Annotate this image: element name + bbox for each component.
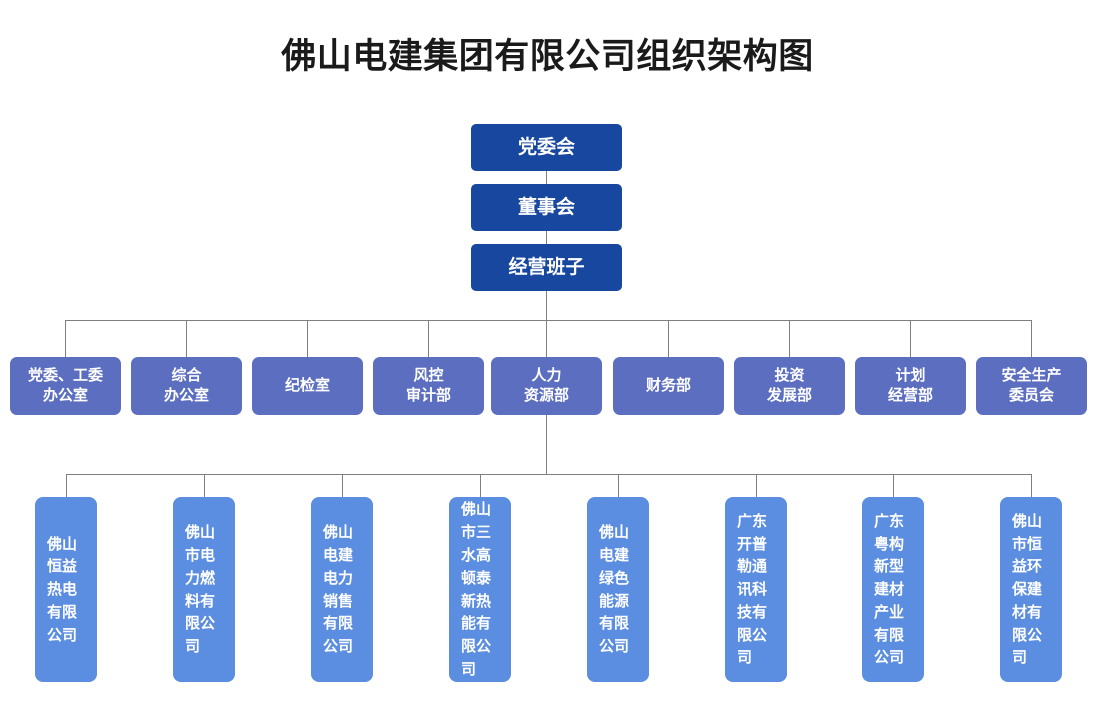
connector-dept-2 (186, 320, 187, 357)
node-label: 佛山电建绿色能源有限公司 (599, 523, 630, 656)
node-label: 经营班子 (508, 255, 585, 278)
node-label: 佛山市恒益环保建材有限公司 (1012, 511, 1043, 667)
dept-node-planning-operations[interactable]: 计划 经营部 (855, 357, 966, 415)
connector-dept-6 (668, 320, 669, 357)
connector-dept-8 (910, 320, 911, 357)
subsidiary-node-sanshui-gaodengtai-thermal[interactable]: 佛山市三水高顿泰新热能有限公司 (449, 497, 511, 682)
node-label: 广东粤构新型建材产业有限公司 (874, 511, 905, 667)
connector-dept-1 (65, 320, 66, 357)
dept-node-safety-production-committee[interactable]: 安全生产 委员会 (976, 357, 1087, 415)
node-label: 佛山市三水高顿泰新热能有限公司 (461, 500, 492, 678)
connector-dept-to-subsidiary-bus (546, 415, 547, 474)
subsidiary-node-hengyi-thermal-power[interactable]: 佛山恒益热电有限公司 (35, 497, 97, 682)
connector-board-to-management (546, 231, 547, 244)
connector-subsidiary-3 (342, 474, 343, 497)
connector-subsidiary-8 (1031, 474, 1032, 497)
connector-subsidiary-4 (480, 474, 481, 497)
node-label: 人力 资源部 (523, 366, 569, 404)
subsidiary-node-hengyi-environmental-materials[interactable]: 佛山市恒益环保建材有限公司 (1000, 497, 1062, 682)
subsidiary-node-green-energy[interactable]: 佛山电建绿色能源有限公司 (587, 497, 649, 682)
connector-subsidiary-5 (618, 474, 619, 497)
connector-subsidiary-7 (893, 474, 894, 497)
connector-dept-5 (546, 320, 547, 357)
subsidiary-node-electric-power-fuel[interactable]: 佛山市电力燃料有限公司 (173, 497, 235, 682)
connector-subsidiary-6 (756, 474, 757, 497)
subsidiary-bus-line (66, 474, 1031, 475)
connector-dept-3 (307, 320, 308, 357)
subsidiary-node-power-sales[interactable]: 佛山电建电力销售有限公司 (311, 497, 373, 682)
node-label: 广东开普勒通讯科技有限公司 (737, 511, 768, 667)
department-bus-line (65, 320, 1031, 321)
dept-node-party-union-office[interactable]: 党委、工委 办公室 (10, 357, 121, 415)
node-label: 董事会 (517, 195, 575, 218)
connector-dept-4 (428, 320, 429, 357)
dept-node-finance[interactable]: 财务部 (613, 357, 724, 415)
dept-node-general-office[interactable]: 综合 办公室 (131, 357, 242, 415)
connector-subsidiary-2 (204, 474, 205, 497)
exec-node-board-of-directors[interactable]: 董事会 (471, 184, 622, 231)
node-label: 佛山电建电力销售有限公司 (323, 523, 354, 656)
subsidiary-node-kepler-communications[interactable]: 广东开普勒通讯科技有限公司 (725, 497, 787, 682)
subsidiary-node-yuegou-new-building-materials[interactable]: 广东粤构新型建材产业有限公司 (862, 497, 924, 682)
node-label: 计划 经营部 (887, 366, 933, 404)
exec-node-management-team[interactable]: 经营班子 (471, 244, 622, 291)
connector-party-to-board (546, 171, 547, 184)
node-label: 投资 发展部 (766, 366, 812, 404)
node-label: 佛山市电力燃料有限公司 (185, 523, 216, 656)
node-label: 佛山恒益热电有限公司 (47, 534, 78, 644)
node-label: 党委、工委 办公室 (27, 366, 103, 404)
dept-node-discipline-inspection[interactable]: 纪检室 (252, 357, 363, 415)
node-label: 风控 审计部 (405, 366, 451, 404)
dept-node-risk-control-audit[interactable]: 风控 审计部 (373, 357, 484, 415)
connector-dept-7 (789, 320, 790, 357)
connector-subsidiary-1 (66, 474, 67, 497)
dept-node-investment-development[interactable]: 投资 发展部 (734, 357, 845, 415)
dept-node-human-resources[interactable]: 人力 资源部 (491, 357, 602, 415)
connector-management-to-dept-bus (546, 291, 547, 321)
node-label: 安全生产 委员会 (1001, 366, 1062, 404)
node-label: 财务部 (645, 376, 691, 395)
node-label: 综合 办公室 (163, 366, 209, 404)
page-title: 佛山电建集团有限公司组织架构图 (281, 37, 814, 77)
connector-dept-9 (1031, 320, 1032, 357)
node-label: 纪检室 (284, 376, 330, 395)
exec-node-party-committee[interactable]: 党委会 (471, 124, 622, 171)
node-label: 党委会 (517, 135, 575, 158)
